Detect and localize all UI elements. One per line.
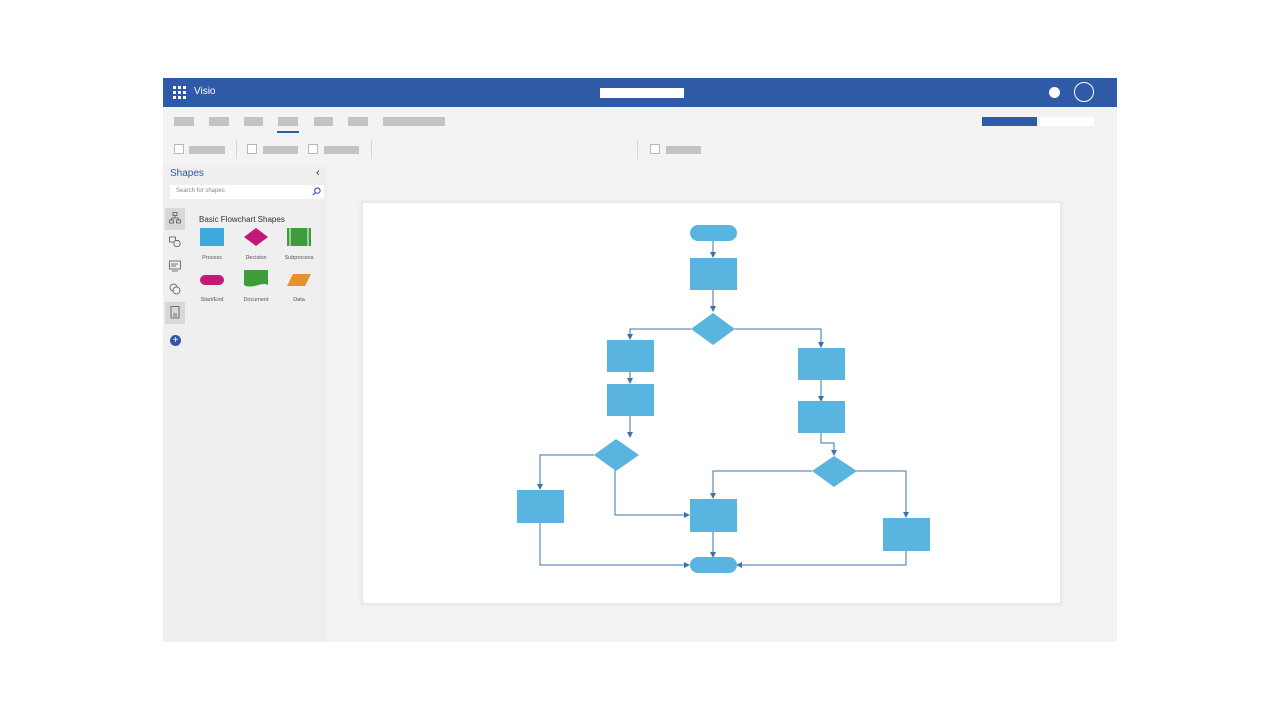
shape-label: Subprocess [284, 255, 314, 261]
document-shape-icon [244, 270, 268, 287]
toolbar-checkbox-2[interactable] [247, 144, 257, 154]
process-box[interactable] [883, 518, 930, 551]
start-end-shape-icon [200, 275, 224, 285]
search-shapes-input[interactable]: Search for shapes [170, 185, 324, 199]
ribbon-tab-1[interactable] [174, 117, 194, 126]
shape-process[interactable]: Process [192, 228, 232, 261]
shape-label: Process [202, 255, 222, 261]
shape-label: Data [293, 297, 305, 303]
connector[interactable] [627, 328, 691, 340]
connectors [537, 241, 909, 568]
shape-subprocess[interactable]: Subprocess [279, 228, 319, 261]
toolbar-label-4 [666, 146, 701, 154]
connector[interactable] [537, 454, 594, 490]
toolbar-checkbox-1[interactable] [174, 144, 184, 154]
connector[interactable] [736, 551, 907, 568]
toolbar-label-1 [189, 146, 225, 154]
shapes-panel: Shapes ‹ Search for shapes [163, 165, 327, 642]
shapes-panel-title: Shapes [170, 168, 204, 179]
share-button[interactable] [982, 117, 1037, 126]
process-shape-icon [200, 228, 224, 246]
flowchart-stencil-icon[interactable] [165, 208, 185, 230]
shape-label: Document [243, 297, 269, 303]
ribbon-tab-4-active[interactable] [277, 117, 299, 133]
plus-icon[interactable]: + [170, 335, 181, 346]
title-bar: Visio [163, 78, 1117, 107]
subprocess-shape-icon [287, 228, 311, 246]
document-title[interactable] [600, 88, 684, 98]
stencil-rail [163, 208, 187, 328]
process-box[interactable] [690, 499, 737, 532]
waffle-icon[interactable] [173, 86, 186, 99]
ribbon-tab-2[interactable] [209, 117, 229, 126]
process-box[interactable] [798, 348, 845, 380]
decision-diamond[interactable] [691, 313, 735, 345]
drawing-page[interactable] [363, 203, 1060, 603]
ribbon-tab-3[interactable] [244, 117, 263, 126]
toolbar-checkbox-3[interactable] [308, 144, 318, 154]
search-placeholder: Search for shapes [176, 188, 225, 194]
connector[interactable] [856, 470, 909, 518]
toolbar-label-2 [263, 146, 298, 154]
decision-diamond[interactable] [812, 456, 857, 487]
toolbar-divider [637, 140, 638, 159]
shape-label: Decision [245, 255, 267, 261]
document-stencil-icon[interactable] [165, 302, 185, 324]
ribbon-tabs [163, 107, 1117, 137]
ribbon-tab-5[interactable] [314, 117, 333, 126]
shapes-stencil-icon[interactable] [165, 232, 185, 254]
process-box[interactable] [517, 490, 564, 523]
process-box[interactable] [607, 340, 654, 372]
data-shape-icon [287, 274, 311, 286]
toolbar-divider [236, 140, 237, 159]
drawing-canvas[interactable] [327, 165, 1117, 642]
app-name: Visio [194, 86, 216, 97]
circles-stencil-icon[interactable] [165, 279, 185, 301]
connector[interactable] [614, 470, 690, 518]
ribbon-toolbar [163, 137, 1117, 165]
toolbar-label-3 [324, 146, 359, 154]
flowchart-diagram [517, 225, 930, 573]
decision-shape-icon [244, 228, 268, 246]
shape-label: Start/End [200, 297, 224, 303]
decision-diamond[interactable] [594, 439, 639, 471]
connector[interactable] [735, 328, 824, 348]
stencil-title: Basic Flowchart Shapes [199, 215, 285, 224]
shape-decision[interactable]: Decision [236, 228, 276, 261]
screen-stencil-icon[interactable] [165, 256, 185, 278]
toolbar-divider [371, 140, 372, 159]
status-dot-icon [1049, 87, 1060, 98]
shape-start-end[interactable]: Start/End [192, 272, 232, 303]
ribbon-tab-6[interactable] [348, 117, 368, 126]
avatar-icon[interactable] [1074, 82, 1094, 102]
connector[interactable] [820, 433, 837, 456]
process-box[interactable] [607, 384, 654, 416]
end-terminator[interactable] [690, 557, 737, 573]
visio-app-window: Visio Shapes ‹ Search for shapes [163, 78, 1117, 642]
search-icon[interactable] [312, 187, 321, 196]
secondary-button[interactable] [1040, 117, 1094, 126]
connector[interactable] [539, 523, 690, 568]
shape-data[interactable]: Data [279, 272, 319, 303]
process-box[interactable] [798, 401, 845, 433]
shape-document[interactable]: Document [236, 270, 276, 303]
connector[interactable] [710, 470, 812, 499]
ribbon-tab-7[interactable] [383, 117, 445, 126]
flowchart-shapes [517, 225, 930, 573]
toolbar-checkbox-4[interactable] [650, 144, 660, 154]
start-terminator[interactable] [690, 225, 737, 241]
chevron-left-icon[interactable]: ‹ [316, 167, 320, 179]
process-box[interactable] [690, 258, 737, 290]
